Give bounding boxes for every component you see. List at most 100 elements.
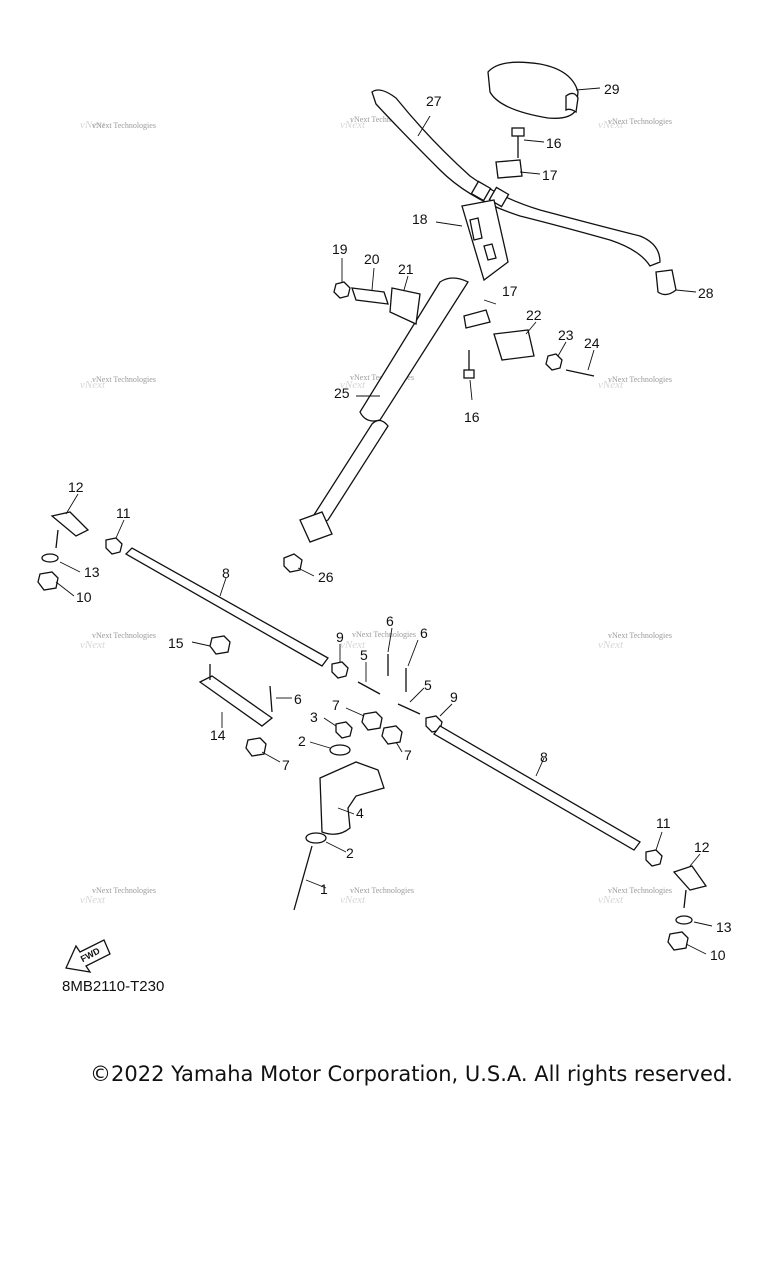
- bolt-6-center-right: [405, 639, 419, 692]
- callout-3: 3: [310, 709, 318, 725]
- nut-10-right: [667, 931, 707, 955]
- svg-text:vNext Technologies: vNext Technologies: [92, 886, 156, 895]
- copyright-notice: ©2022 Yamaha Motor Corporation, U.S.A. A…: [90, 1062, 733, 1086]
- washer-13-right: [675, 915, 713, 927]
- callout-7: 7: [404, 747, 412, 763]
- callout-5: 5: [424, 677, 432, 693]
- diagram-code: 8MB2110-T230: [62, 978, 165, 995]
- svg-text:vNext: vNext: [80, 894, 106, 906]
- clamp-17-lower: [463, 299, 497, 329]
- svg-text:vNext Technologies: vNext Technologies: [608, 886, 672, 895]
- bolt-1: [293, 845, 327, 911]
- callout-6: 6: [420, 625, 428, 641]
- nut-9-left: [331, 644, 349, 679]
- callout-2: 2: [346, 845, 354, 861]
- steering-column: [299, 277, 469, 543]
- bracket-21: [389, 275, 421, 325]
- svg-text:vNext Technologies: vNext Technologies: [92, 631, 156, 640]
- handlebar-pad: [487, 61, 601, 119]
- callout-24: 24: [584, 335, 600, 351]
- nut-11-left: [105, 519, 125, 555]
- nut-3: [323, 717, 353, 739]
- callout-labels: 1 2 2 3 4 5 5 6 6 6 7 7 7 8 8 9 9 10 10 …: [68, 81, 732, 963]
- callout-14: 14: [210, 727, 226, 743]
- washer-13-left: [41, 553, 81, 573]
- tie-rod-end-12-left: [50, 493, 90, 549]
- callout-6: 6: [386, 613, 394, 629]
- nut-15: [191, 635, 231, 655]
- nut-10-left: [37, 571, 75, 597]
- svg-text:vNext Technologies: vNext Technologies: [350, 115, 414, 124]
- callout-11: 11: [116, 505, 131, 521]
- forward-arrow-icon: FWD: [65, 939, 111, 973]
- callout-4: 4: [356, 805, 364, 821]
- nut-7-center-left: [345, 707, 383, 731]
- clamp-17-top: [495, 159, 541, 179]
- svg-text:vNext Technologies: vNext Technologies: [608, 375, 672, 384]
- svg-text:vNext: vNext: [340, 379, 366, 391]
- handlebar: [371, 89, 661, 267]
- svg-text:vNext: vNext: [340, 639, 366, 651]
- nut-11-right: [645, 831, 663, 867]
- tie-rod-8-upper: [124, 547, 329, 667]
- bolt-24: [565, 349, 595, 377]
- svg-text:vNext: vNext: [598, 639, 624, 651]
- callout-29: 29: [604, 81, 620, 97]
- svg-text:vNext Technologies: vNext Technologies: [608, 117, 672, 126]
- callout-19: 19: [332, 241, 348, 257]
- callout-22: 22: [526, 307, 542, 323]
- bolt-16-top: [511, 127, 545, 158]
- callout-10: 10: [710, 947, 726, 963]
- ball-joint-5-left: [357, 662, 381, 695]
- nut-19: [333, 258, 351, 299]
- svg-text:vNext: vNext: [80, 119, 106, 131]
- callout-7: 7: [282, 757, 290, 773]
- svg-text:vNext: vNext: [598, 894, 624, 906]
- callout-9: 9: [336, 629, 344, 645]
- callout-27: 27: [426, 93, 442, 109]
- bolt-6-center-left: [387, 627, 393, 676]
- tie-rod-8-lower: [433, 725, 641, 851]
- callout-12: 12: [694, 839, 710, 855]
- pitman-arm-14: [198, 664, 274, 728]
- svg-text:vNext: vNext: [340, 894, 366, 906]
- callout-21: 21: [398, 261, 414, 277]
- callout-26: 26: [318, 569, 334, 585]
- svg-text:vNext Technologies: vNext Technologies: [92, 375, 156, 384]
- nut-23: [545, 341, 567, 371]
- callout-2: 2: [298, 733, 306, 749]
- callout-1: 1: [320, 881, 328, 897]
- callout-17: 17: [542, 167, 558, 183]
- callout-16: 16: [546, 135, 562, 151]
- nut-7-left: [245, 737, 281, 763]
- callout-20: 20: [364, 251, 380, 267]
- washer-2-lower: [305, 832, 347, 853]
- nut-26: [283, 553, 315, 577]
- callout-9: 9: [450, 689, 458, 705]
- callout-12: 12: [68, 479, 84, 495]
- callout-13: 13: [84, 564, 100, 580]
- link-20: [351, 267, 389, 305]
- svg-text:vNext: vNext: [598, 119, 624, 131]
- callout-5: 5: [360, 647, 368, 663]
- callout-23: 23: [558, 327, 574, 343]
- callout-18: 18: [412, 211, 428, 227]
- callout-17: 17: [502, 283, 518, 299]
- callout-11: 11: [656, 815, 671, 831]
- svg-text:vNext Technologies: vNext Technologies: [352, 630, 416, 639]
- svg-text:vNext Technologies: vNext Technologies: [608, 631, 672, 640]
- callout-25: 25: [334, 385, 350, 401]
- svg-text:vNext Technologies: vNext Technologies: [350, 886, 414, 895]
- steering-arm-4: [319, 761, 385, 835]
- callout-8: 8: [222, 565, 230, 581]
- bolt-16-lower: [463, 350, 475, 401]
